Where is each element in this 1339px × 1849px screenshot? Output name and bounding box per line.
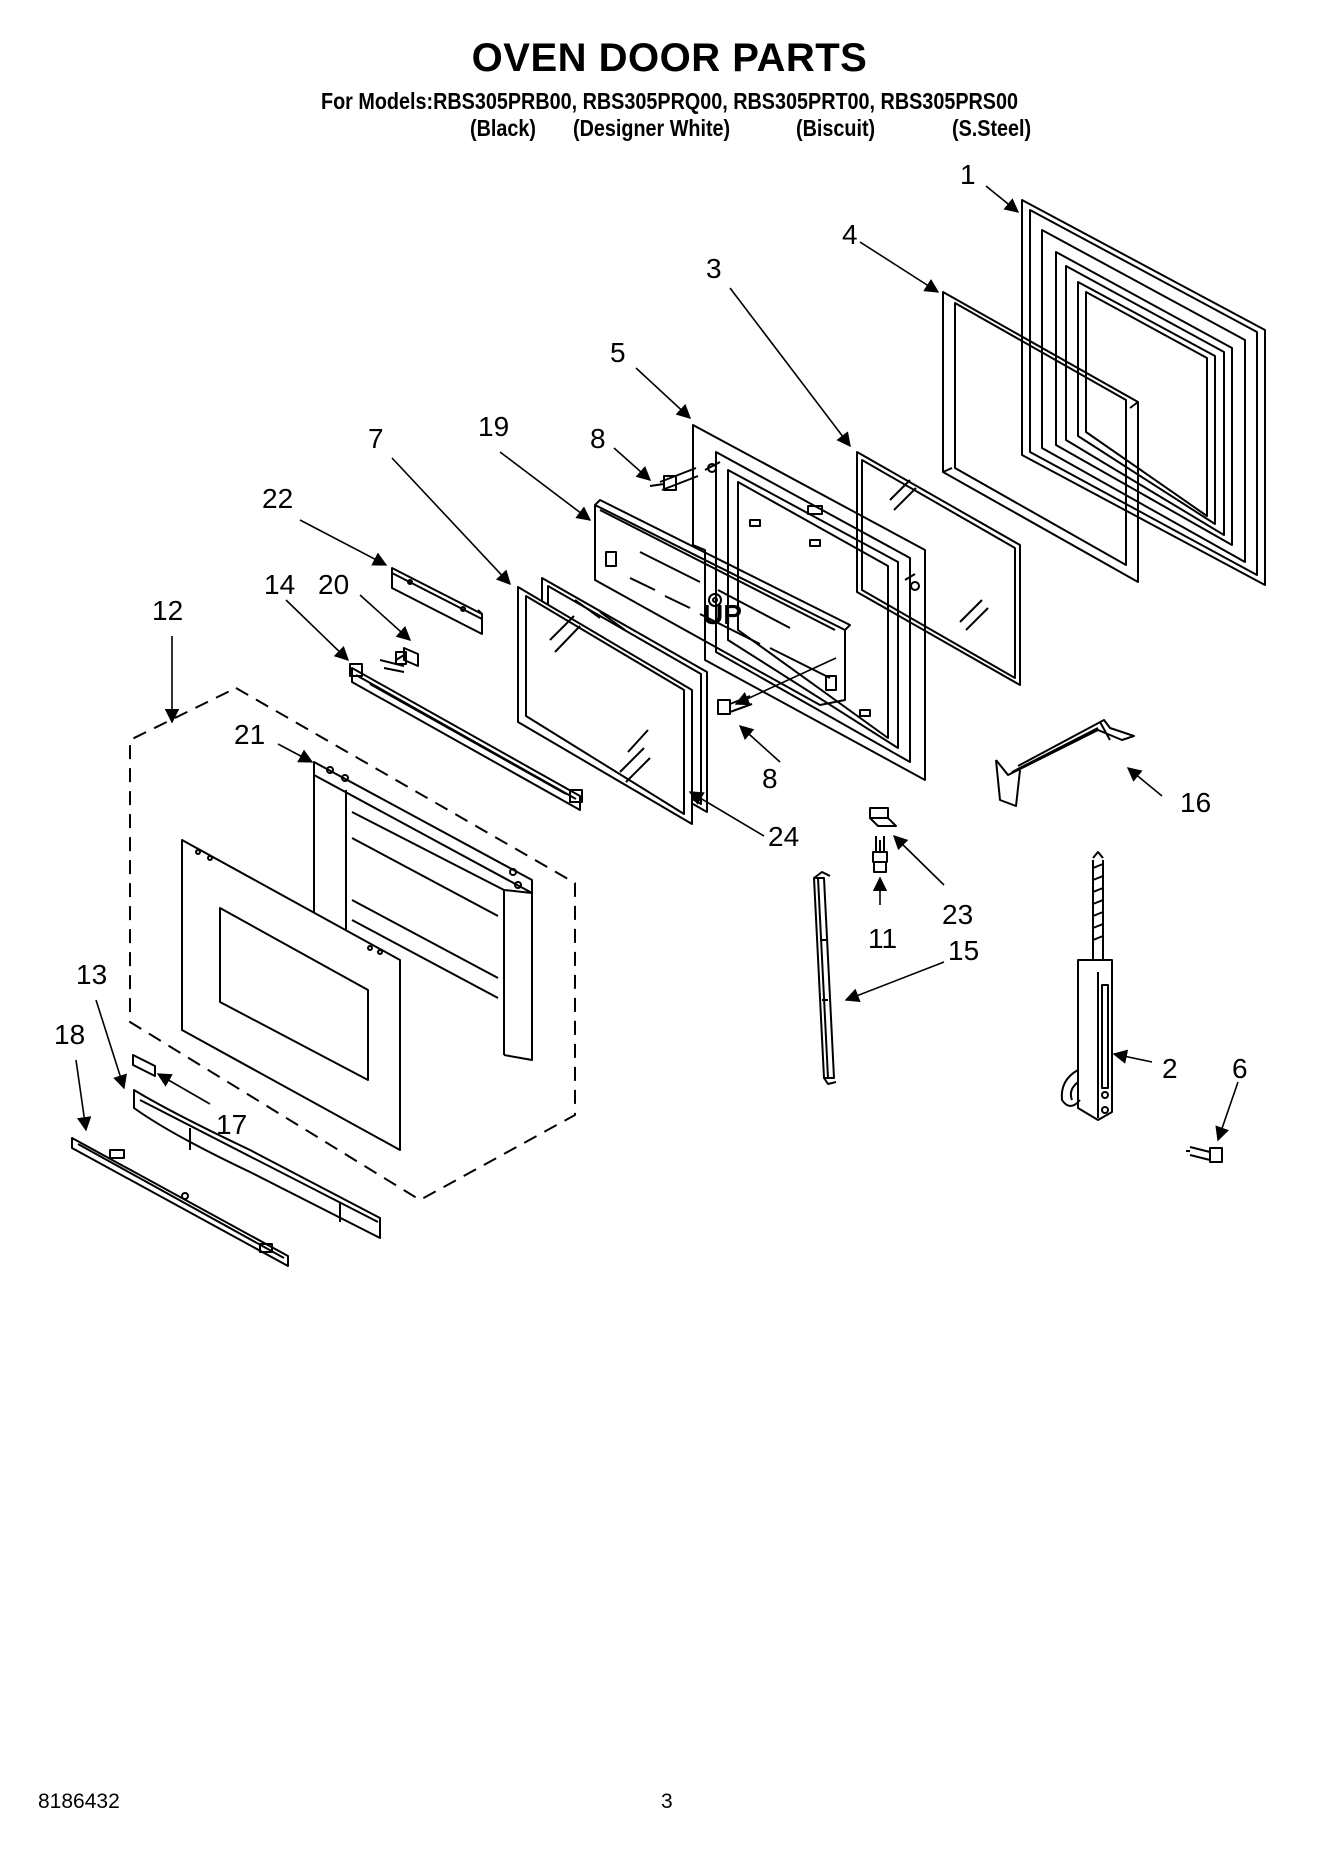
- callout-12: 12: [152, 595, 183, 626]
- callout-8-lower: 8: [762, 763, 778, 794]
- part-20-screw: [379, 647, 419, 673]
- callout-22: 22: [262, 483, 293, 514]
- models-line: For Models:RBS305PRB00, RBS305PRQ00, RBS…: [321, 88, 1018, 114]
- callout-4: 4: [842, 219, 858, 250]
- part-21-panel-frame: [313, 761, 533, 1061]
- callout-19: 19: [478, 411, 509, 442]
- callout-21: 21: [234, 719, 265, 750]
- color-designer-white: (Designer White): [573, 115, 731, 141]
- part-11-screw: [872, 836, 888, 873]
- part-1-outer-door-frame: [1021, 199, 1266, 586]
- part-4-inner-frame: [942, 291, 1139, 583]
- part-17-badge: [132, 1054, 156, 1077]
- callout-15: 15: [948, 935, 979, 966]
- callout-5: 5: [610, 337, 626, 368]
- part-18-bottom-trim: [71, 1137, 289, 1267]
- callout-7: 7: [368, 423, 384, 454]
- callout-24: 24: [768, 821, 799, 852]
- part-22-bracket: [391, 567, 483, 635]
- part-2-hinge: [1060, 851, 1113, 1121]
- callout-20: 20: [318, 569, 349, 600]
- callout-6: 6: [1232, 1053, 1248, 1084]
- callout-16: 16: [1180, 787, 1211, 818]
- callout-numbers: 1 2 3 4 5 6 7 8 8 11 12 13 14 15 16 17 1…: [54, 159, 1248, 1140]
- callout-3: 3: [706, 253, 722, 284]
- callout-13: 13: [76, 959, 107, 990]
- callout-2: 2: [1162, 1053, 1178, 1084]
- callout-17: 17: [216, 1109, 247, 1140]
- part-7-door-glass: [517, 586, 693, 825]
- callout-8-upper: 8: [590, 423, 606, 454]
- color-black: (Black): [470, 115, 536, 141]
- callout-18: 18: [54, 1019, 85, 1050]
- callout-1: 1: [960, 159, 976, 190]
- part-6-screw: [1186, 1146, 1223, 1163]
- part-14-vent-trim: [349, 663, 583, 811]
- color-stainless-steel: (S.Steel): [952, 115, 1032, 141]
- part-12-door-assembly-boundary: [129, 687, 576, 1201]
- part-15-door-channel: [813, 871, 837, 1085]
- part-3-window-glass: [856, 451, 1021, 686]
- color-biscuit: (Biscuit): [796, 115, 876, 141]
- part-5-door-liner: [692, 424, 926, 781]
- part-13-door-handle: [133, 1089, 381, 1239]
- up-marking: UP: [703, 599, 742, 630]
- callout-11: 11: [868, 923, 897, 954]
- document-number: 8186432: [38, 1790, 120, 1813]
- part-16-bracket: [995, 719, 1135, 807]
- part-19-heat-shield: [594, 499, 851, 706]
- callout-14: 14: [264, 569, 295, 600]
- part-23-clip: [869, 807, 897, 827]
- page-title: OVEN DOOR PARTS: [471, 36, 868, 80]
- callout-23: 23: [942, 899, 973, 930]
- page-number: 3: [661, 1790, 673, 1813]
- door-outer-panel: [181, 839, 401, 1151]
- leader-lines: [75, 185, 1239, 1142]
- part-8-screw-upper: [649, 467, 699, 491]
